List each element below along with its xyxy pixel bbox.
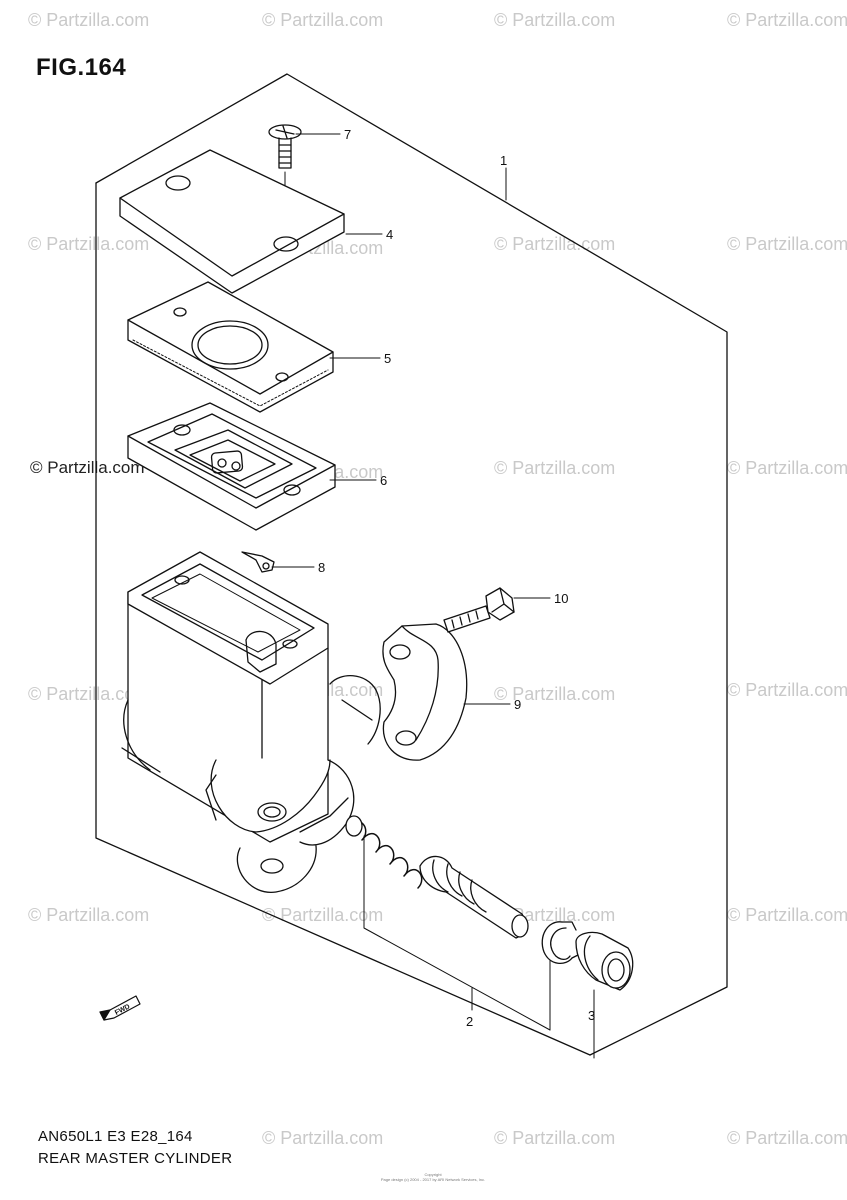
watermark: © Partzilla.com xyxy=(28,684,150,704)
watermark: © Partzilla.com xyxy=(262,905,384,925)
part-5-diaphragm-plate[interactable] xyxy=(127,281,334,413)
assembly-name: REAR MASTER CYLINDER xyxy=(38,1150,233,1167)
watermark: © Partzilla.com xyxy=(727,1128,847,1148)
part-1-master-cylinder-body[interactable] xyxy=(121,551,381,893)
watermark: © Partzilla.com xyxy=(727,680,847,700)
figure-title: FIG.164 xyxy=(36,54,127,81)
watermark: © Partzilla.com xyxy=(727,458,847,478)
watermark: © Partzilla.com xyxy=(494,458,616,478)
callout-8: 8 xyxy=(318,560,325,575)
watermark: © Partzilla.com xyxy=(262,1128,384,1148)
callout-leaders xyxy=(271,133,595,1059)
watermark: © Partzilla.com xyxy=(494,10,616,30)
copyright-line-1: Copyright xyxy=(424,1172,442,1177)
callout-2: 2 xyxy=(466,1014,473,1029)
watermark: © Partzilla.com xyxy=(727,905,847,925)
forward-direction-arrow-icon: FWD xyxy=(99,995,141,1021)
watermark: © Partzilla.com xyxy=(28,905,150,925)
part-3-circlip-boot[interactable] xyxy=(541,921,634,991)
watermark-featured: © Partzilla.com xyxy=(30,458,145,477)
callout-3: 3 xyxy=(588,1008,595,1023)
part-10-bolt[interactable] xyxy=(443,587,515,633)
part-6-diaphragm[interactable] xyxy=(127,402,336,531)
watermark: © Partzilla.com xyxy=(28,10,150,30)
part-7-screw[interactable] xyxy=(268,124,302,169)
watermark: © Partzilla.com xyxy=(494,684,616,704)
part-9-clamp[interactable] xyxy=(382,623,468,761)
fwd-label: FWD xyxy=(114,1003,131,1017)
copyright-line-2: Page design (c) 2004 - 2017 by ARI Netwo… xyxy=(380,1177,486,1182)
callout-10: 10 xyxy=(554,591,568,606)
model-code: AN650L1 E3 E28_164 xyxy=(38,1128,193,1145)
callout-6: 6 xyxy=(380,473,387,488)
callout-9: 9 xyxy=(514,697,521,712)
copyright-notice: Copyright Page design (c) 2004 - 2017 by… xyxy=(368,1172,498,1182)
part-8-clip[interactable] xyxy=(241,551,275,573)
assembly-outline xyxy=(95,73,728,1056)
part-2-piston-spring-set[interactable] xyxy=(345,815,529,939)
watermark: © Partzilla.com xyxy=(262,10,384,30)
watermark: © Partzilla.com xyxy=(727,234,847,254)
callout-5: 5 xyxy=(384,351,391,366)
watermark: © Partzilla.com xyxy=(727,10,847,30)
watermark: © Partzilla.com xyxy=(494,1128,616,1148)
callout-1: 1 xyxy=(500,153,507,168)
callout-4: 4 xyxy=(386,227,393,242)
watermark: © Partzilla.com xyxy=(28,234,150,254)
part-4-reservoir-cap[interactable] xyxy=(119,149,345,294)
callout-7: 7 xyxy=(344,127,351,142)
